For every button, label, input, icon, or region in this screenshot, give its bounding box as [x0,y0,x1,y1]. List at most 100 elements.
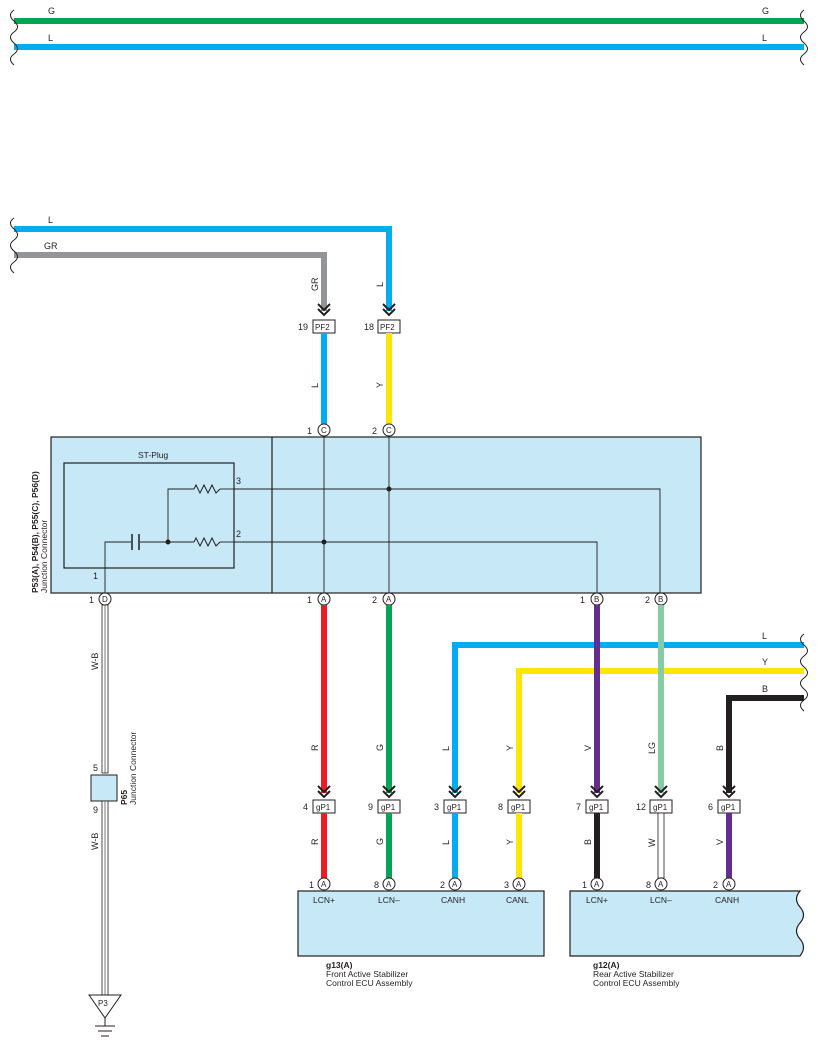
pin-letter: A [386,880,392,889]
pin-circle [590,877,604,891]
right-bus: L Y B [452,631,808,793]
pin-number: 1 [309,880,314,890]
rear-ecu: 1 A LCN+ 8 A LCN– 2 A CANH g12(A) Rear A… [569,877,805,988]
wire-break-left [10,9,18,66]
wire-label: G [375,838,385,845]
wire-w [657,812,665,879]
internal-wiring [104,437,661,593]
junction-desc: Junction Connector [39,520,49,593]
wire-label: GR [44,241,58,251]
top-bus: G G L L [10,6,808,66]
pin-letter: A [594,880,600,889]
wire-label: LG [647,742,657,754]
wire-label: Y [505,839,515,845]
pin-number: 9 [93,805,98,815]
connector-arrow-icon [317,303,331,317]
wire-label: L [310,383,320,388]
pin-number: 2 [713,880,718,890]
wire-label: GR [310,277,320,291]
bus-label: L [48,33,53,43]
wire-label: L [762,631,767,641]
wire-label: B [715,745,725,751]
pin-number: 4 [303,802,308,812]
junction-connector: ST-Plug 3 2 1 P53(A), P54(B [30,423,702,606]
pin-circle [654,877,668,891]
drop-wires-upper: R G L Y V LG B [310,605,736,799]
pin-letter: B [658,595,663,604]
wire-break-left [10,217,18,274]
pin-number: 3 [236,476,241,486]
wire-label: R [310,744,320,751]
gp1-connectors: gP1 4 gP1 9 gP1 3 gP1 8 gP1 7 gP1 12 gP1… [303,799,741,814]
wire-label: L [48,215,53,225]
pin-number: 2 [440,880,445,890]
pin-number: 1 [89,595,94,605]
wire-label: W-B [90,833,100,850]
wire-l-bus [452,642,804,793]
wire-label: B [583,839,593,845]
bus-label: G [762,6,769,16]
ground-triangle [88,994,122,1019]
connector-label: gP1 [447,803,462,812]
junction-dot [165,539,171,545]
junction-name: P53(A), P54(B), P55(C), P56(D) [30,471,40,593]
pin-letter: D [102,595,108,604]
wire-label: G [375,744,385,751]
ecu-name: Control ECU Assembly [593,978,680,988]
pin-letter: A [321,595,327,604]
pin-letter: A [452,880,458,889]
connector-label: gP1 [721,803,736,812]
wire-label: L [441,746,451,751]
pin-circle [382,877,396,891]
pin-circle [722,877,736,891]
pin-letter: A [658,880,664,889]
wire-label: Y [762,657,768,667]
wire-label: L [375,282,385,287]
pin-circle [448,877,462,891]
connector-arrow-icon [382,303,396,317]
pin-number: 19 [298,322,308,332]
pin-letter: C [386,426,392,435]
pin-number: 6 [708,802,713,812]
p65-desc: Junction Connector [128,732,138,805]
pin-number: 2 [372,426,377,436]
pin-number: 1 [307,426,312,436]
wire-label: V [715,839,725,845]
feed-wires: L GR GR L PF2 19 PF2 18 L Y [10,215,401,424]
pin-number: 9 [368,802,373,812]
wire-label: L [441,840,451,845]
front-ecu: 1 A LCN+ 8 A LCN– 2 A CANH 3 A CANL g13(… [297,877,545,988]
wire-label: V [583,745,593,751]
pin-number: 1 [93,571,98,581]
pin-signal: CANH [715,895,739,905]
pin-number: 2 [236,529,241,539]
wire-label: W [647,838,657,847]
p65-connector [90,774,118,802]
wire-b-bus [726,695,804,793]
wire-break-right [800,633,808,712]
pin-circle [317,877,331,891]
pin-signal: CANH [441,895,465,905]
st-plug-box [63,462,235,569]
connector-arrow-icon [317,785,736,799]
wire-y-bus [516,668,804,793]
ecu-box [569,890,805,957]
connector-label: gP1 [316,803,331,812]
connector-label: gP1 [381,803,396,812]
connector-label: PF2 [380,323,395,332]
resistor-icon [193,536,221,548]
pin-circle [317,423,331,437]
ecu-code: g13(A) [326,960,353,970]
pin-number: 1 [580,595,585,605]
pin-number: 8 [498,802,503,812]
pin-number: 7 [576,802,581,812]
ecu-code: g12(A) [593,960,620,970]
ecu-name: Rear Active Stabilizer [593,969,674,979]
connector-label: gP1 [653,803,668,812]
pin-signal: LCN+ [313,895,335,905]
wire-label: R [310,838,320,845]
pin-number: 18 [364,322,374,332]
pin-circle [382,423,396,437]
pin-letter: C [321,426,327,435]
